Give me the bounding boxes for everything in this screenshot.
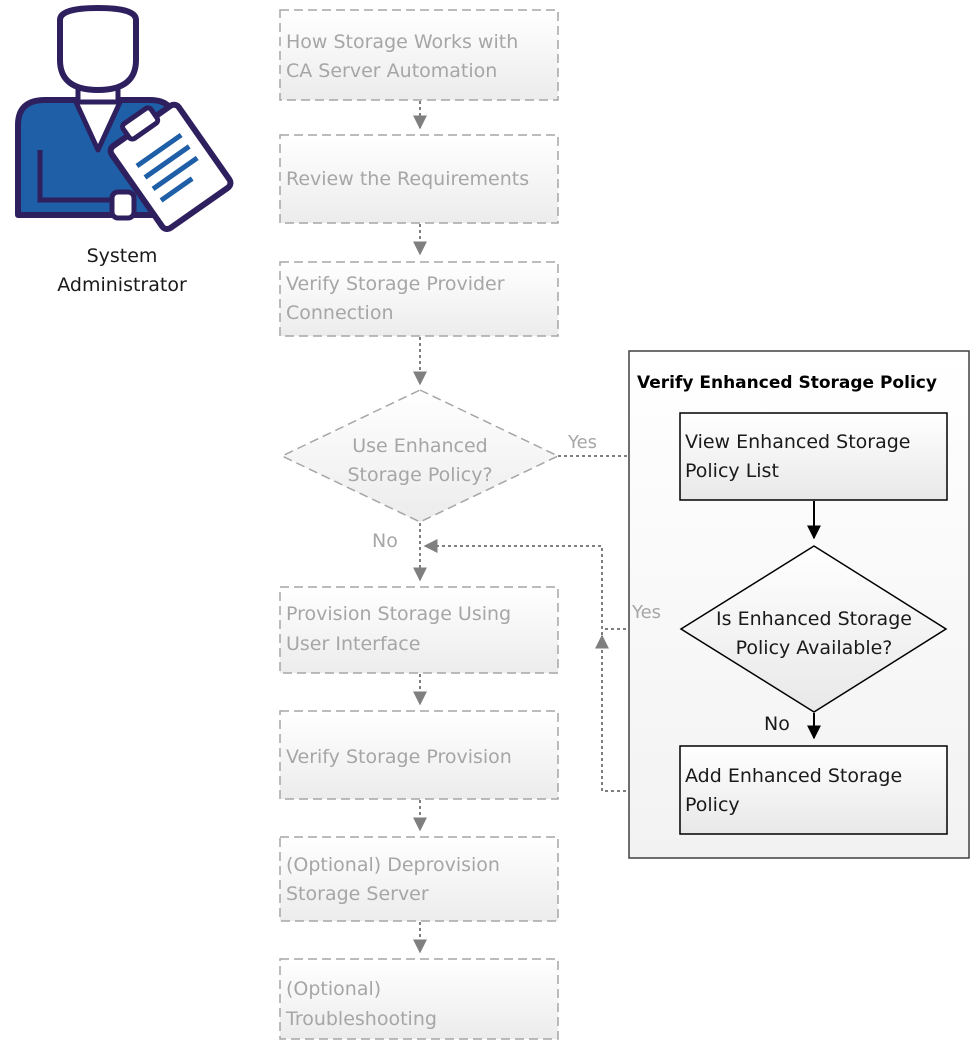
step-label-line2: Connection bbox=[286, 302, 394, 324]
system-administrator-icon bbox=[15, 4, 234, 233]
step-optional-deprovision: (Optional) Deprovision Storage Server bbox=[279, 836, 559, 922]
step-optional-troubleshooting: (Optional) Troubleshooting bbox=[279, 958, 559, 1040]
step-label-line1: Review the Requirements bbox=[286, 168, 529, 190]
step-label-line1: Add Enhanced Storage bbox=[685, 765, 902, 787]
step-view-enhanced-storage-policy-list: View Enhanced Storage Policy List bbox=[679, 412, 948, 501]
step-label-line2: User Interface bbox=[286, 633, 420, 655]
step-how-storage-works: How Storage Works with CA Server Automat… bbox=[279, 9, 559, 101]
step-verify-storage-provider: Verify Storage Provider Connection bbox=[279, 261, 559, 337]
step-label-line1: (Optional) bbox=[286, 978, 381, 1000]
step-label-line2: Policy bbox=[685, 794, 740, 816]
decision-label-line2: Policy Available? bbox=[736, 637, 893, 659]
decision-use-enhanced-storage-policy: Use Enhanced Storage Policy? bbox=[280, 389, 560, 523]
decision-policy-available: Is Enhanced Storage Policy Available? bbox=[679, 545, 948, 713]
step-label-line2: CA Server Automation bbox=[286, 60, 497, 82]
decision-label-line2: Storage Policy? bbox=[347, 464, 492, 486]
decision-no-label: No bbox=[764, 713, 790, 735]
decision-yes-label: Yes bbox=[567, 432, 597, 453]
step-label-line1: Provision Storage Using bbox=[286, 603, 511, 625]
step-review-requirements: Review the Requirements bbox=[279, 134, 559, 224]
subprocess-title: Verify Enhanced Storage Policy bbox=[637, 373, 937, 393]
step-label-line1: View Enhanced Storage bbox=[685, 431, 910, 453]
decision-label-line1: Is Enhanced Storage bbox=[716, 608, 912, 630]
decision-label-line1: Use Enhanced bbox=[352, 435, 488, 457]
step-label-line2: Troubleshooting bbox=[285, 1008, 437, 1030]
step-label-line2: Policy List bbox=[685, 460, 779, 482]
step-label-line1: Verify Storage Provider bbox=[286, 273, 505, 295]
decision-yes-label: Yes bbox=[631, 602, 661, 623]
step-label-line1: Verify Storage Provision bbox=[286, 746, 512, 768]
step-label-line1: How Storage Works with bbox=[286, 31, 518, 53]
step-label-line1: (Optional) Deprovision bbox=[286, 854, 500, 876]
subprocess-panel: Verify Enhanced Storage Policy View Enha… bbox=[628, 350, 970, 859]
decision-no-label: No bbox=[372, 530, 398, 552]
step-provision-storage-ui: Provision Storage Using User Interface bbox=[279, 586, 559, 674]
step-label-line2: Storage Server bbox=[286, 883, 429, 905]
actor-label-line2: Administrator bbox=[57, 274, 187, 296]
actor-label-line1: System bbox=[87, 245, 158, 267]
step-add-enhanced-storage-policy: Add Enhanced Storage Policy bbox=[679, 745, 948, 835]
step-verify-storage-provision: Verify Storage Provision bbox=[279, 710, 559, 800]
